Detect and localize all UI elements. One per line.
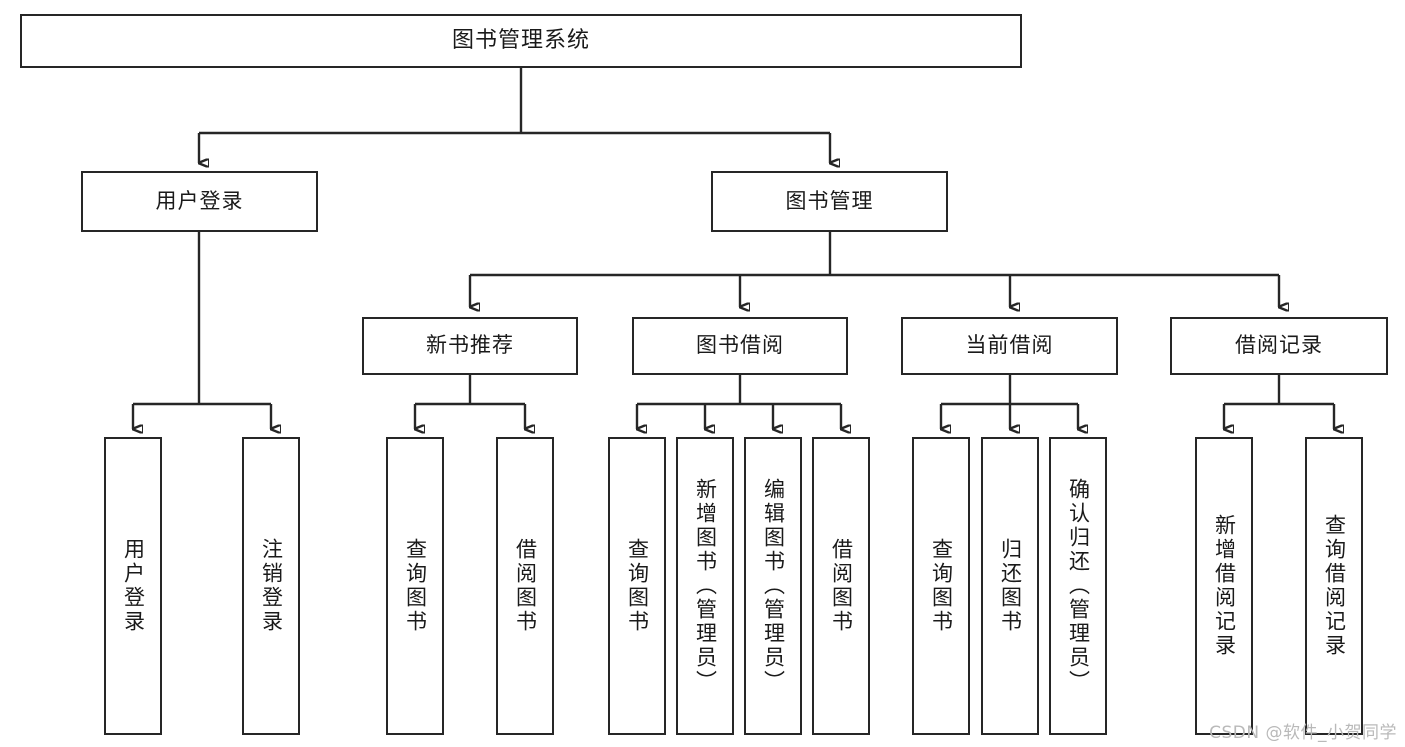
node-label: 归还图书 [998, 538, 1023, 634]
node-label: 图书借阅 [696, 333, 784, 358]
node-label: 用户登录 [155, 188, 244, 213]
leaf-user-login-login[interactable]: 用户登录 [104, 437, 162, 735]
leaf-current-borrow-return[interactable]: 归还图书 [981, 437, 1039, 735]
node-label: 图书管理 [785, 188, 874, 213]
node-label: 借阅图书 [513, 538, 538, 634]
node-book-borrow[interactable]: 图书借阅 [632, 317, 848, 375]
node-label: 用户登录 [121, 538, 146, 634]
node-current-borrow[interactable]: 当前借阅 [901, 317, 1118, 375]
node-root-system[interactable]: 图书管理系统 [20, 14, 1022, 68]
csdn-watermark: CSDN @软件_小贺同学 [1209, 723, 1397, 743]
node-label: 查询图书 [403, 538, 428, 634]
node-label: 查询借阅记录 [1322, 514, 1347, 658]
node-label: 新书推荐 [426, 333, 514, 358]
leaf-book-borrow-add[interactable]: 新增图书（管理员） [676, 437, 734, 735]
node-label: 编辑图书（管理员） [761, 478, 786, 694]
node-label: 查询图书 [625, 538, 650, 634]
leaf-new-book-borrow[interactable]: 借阅图书 [496, 437, 554, 735]
node-new-book-recommend[interactable]: 新书推荐 [362, 317, 578, 375]
node-label: 新增图书（管理员） [693, 478, 718, 694]
leaf-new-book-query[interactable]: 查询图书 [386, 437, 444, 735]
node-label: 借阅记录 [1235, 333, 1323, 358]
node-user-login[interactable]: 用户登录 [81, 171, 318, 232]
leaf-current-borrow-query[interactable]: 查询图书 [912, 437, 970, 735]
node-label: 查询图书 [929, 538, 954, 634]
node-book-management[interactable]: 图书管理 [711, 171, 948, 232]
node-label: 图书管理系统 [451, 27, 590, 53]
leaf-book-borrow-query[interactable]: 查询图书 [608, 437, 666, 735]
node-label: 当前借阅 [965, 333, 1054, 358]
leaf-book-borrow-borrow[interactable]: 借阅图书 [812, 437, 870, 735]
node-label: 注销登录 [259, 538, 284, 634]
node-label: 新增借阅记录 [1212, 514, 1237, 658]
node-label: 借阅图书 [829, 538, 854, 634]
leaf-user-login-logout[interactable]: 注销登录 [242, 437, 300, 735]
leaf-current-borrow-confirm-return[interactable]: 确认归还（管理员） [1049, 437, 1107, 735]
node-borrow-record[interactable]: 借阅记录 [1170, 317, 1388, 375]
node-label: 确认归还（管理员） [1066, 478, 1091, 694]
leaf-borrow-record-query[interactable]: 查询借阅记录 [1305, 437, 1363, 735]
leaf-borrow-record-add[interactable]: 新增借阅记录 [1195, 437, 1253, 735]
leaf-book-borrow-edit[interactable]: 编辑图书（管理员） [744, 437, 802, 735]
